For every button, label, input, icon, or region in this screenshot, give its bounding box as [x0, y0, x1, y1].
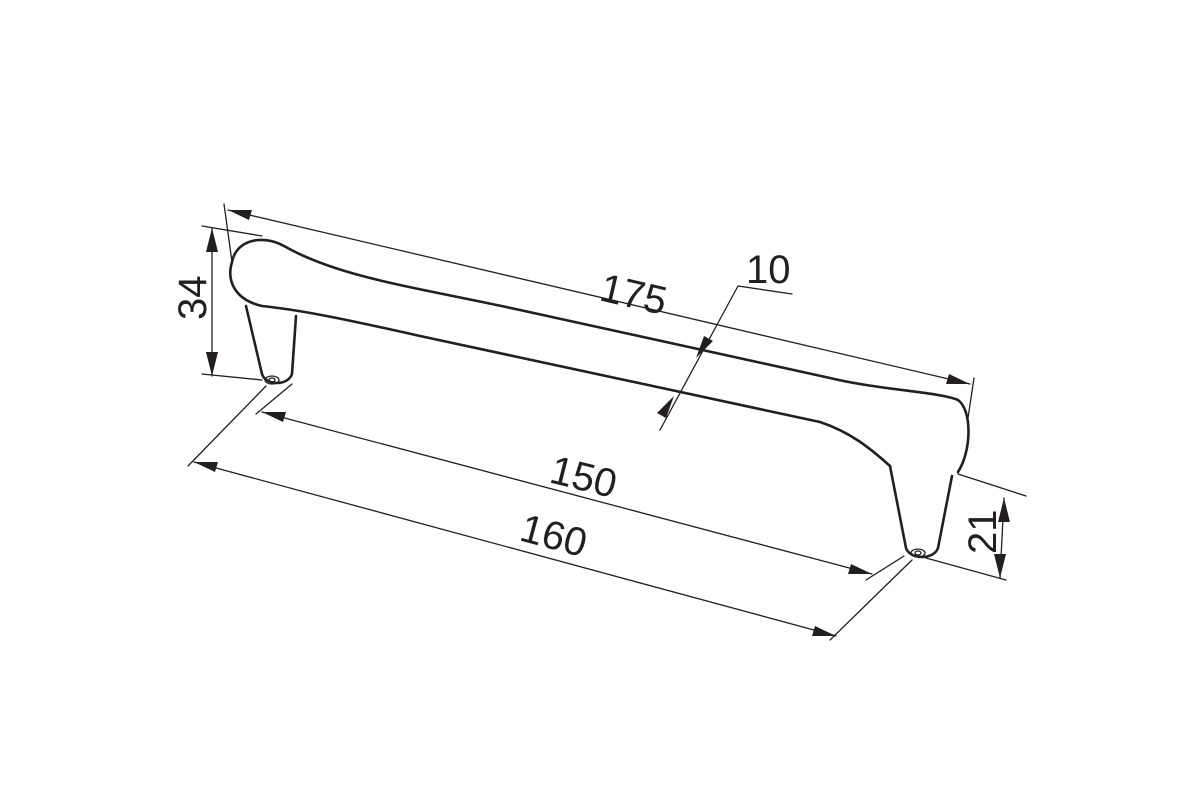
dimension-line [193, 461, 837, 637]
right-leg [888, 464, 954, 559]
leader-line [659, 285, 739, 431]
extension-line [925, 557, 1007, 581]
arrowhead [848, 564, 872, 574]
extension-line [201, 373, 263, 381]
arrowhead [998, 498, 1010, 522]
right-mounting-hole [910, 548, 926, 558]
extension-line [829, 559, 913, 641]
dimension-label-175: 175 [596, 266, 671, 324]
arrowhead [206, 228, 218, 252]
left-leg [244, 304, 298, 385]
arrowhead [994, 554, 1006, 578]
dimension-line [261, 411, 873, 575]
handle-bottom-edge [229, 260, 892, 468]
dimension-leg-height: 21 [925, 473, 1027, 581]
arrowhead [946, 374, 970, 384]
dimension-label-160: 160 [516, 506, 592, 566]
arrowhead [228, 210, 252, 220]
dimension-label-21: 21 [961, 510, 1005, 555]
leader-shelf [737, 285, 793, 295]
arrowhead [194, 462, 218, 472]
handle-top-edge [230, 238, 970, 474]
extension-line [223, 203, 233, 263]
dimension-label-34: 34 [171, 276, 215, 321]
extension-line [957, 473, 1027, 497]
dimension-label-10: 10 [746, 248, 791, 292]
arrowhead [657, 396, 674, 418]
dimension-label-150: 150 [546, 448, 621, 507]
extension-line [967, 377, 975, 419]
dimension-hole-spacing: 160 [187, 385, 913, 641]
dimension-line [227, 209, 971, 385]
extension-line [865, 555, 905, 581]
arrowhead [696, 336, 713, 358]
dimension-overall-length: 175 [223, 203, 975, 419]
extension-line [187, 385, 267, 467]
handle-outline [229, 238, 970, 559]
arrowhead [206, 352, 218, 376]
left-mounting-hole [264, 375, 280, 385]
dimension-thickness: 10 [657, 248, 793, 431]
dimension-height: 34 [171, 225, 263, 381]
arrowhead [262, 412, 286, 422]
extension-line [255, 383, 293, 415]
arrowhead [812, 626, 836, 636]
